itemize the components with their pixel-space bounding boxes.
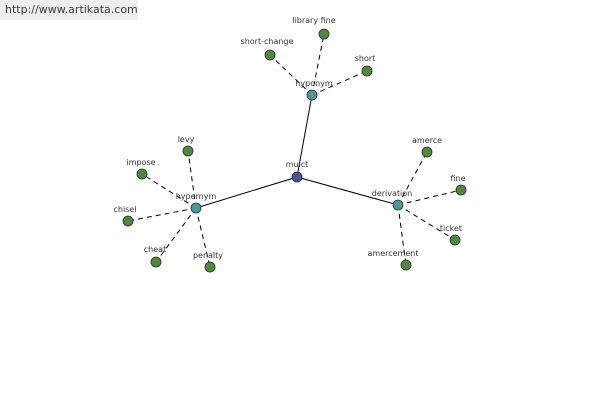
edge-derivation-fine: [397, 189, 462, 206]
node-relation-hyponym[interactable]: [306, 89, 318, 101]
node-root-mulct[interactable]: [291, 171, 303, 183]
node-leaf-impose[interactable]: [136, 168, 148, 180]
node-leaf-amerce[interactable]: [421, 146, 433, 158]
node-leaf-penalty[interactable]: [204, 261, 216, 273]
watermark-bar: http://www.artikata.com: [0, 0, 138, 20]
graph-nodes: [122, 28, 467, 273]
node-leaf-fine[interactable]: [455, 184, 467, 196]
edge-root-hypernym: [195, 176, 298, 209]
label-leaf-ticket: ticket: [440, 224, 462, 233]
edge-derivation-amerce: [397, 151, 428, 206]
label-leaf-levy: levy: [178, 135, 195, 144]
label-leaf-short-change: short-change: [241, 37, 294, 46]
label-relation-hyponym: hyponym: [295, 79, 333, 88]
label-leaf-short: short: [355, 54, 376, 63]
label-relation-hypernym: hypernym: [176, 192, 217, 201]
node-leaf-chisel[interactable]: [122, 215, 134, 227]
node-leaf-amercement[interactable]: [400, 259, 412, 271]
edge-hypernym-cheat: [155, 207, 197, 263]
graph-edges: [127, 33, 462, 268]
edge-hypernym-chisel: [127, 207, 197, 222]
edge-derivation-amercement: [397, 204, 407, 266]
label-root-mulct: mulct: [286, 160, 309, 169]
edge-hyponym-short-change: [269, 54, 313, 96]
label-leaf-fine: fine: [450, 174, 465, 183]
edge-hypernym-impose: [141, 173, 197, 209]
label-leaf-cheat: cheat: [144, 245, 166, 254]
label-leaf-penalty: penalty: [193, 251, 223, 260]
label-leaf-chisel: chisel: [113, 205, 136, 214]
graph-labels: mulct hyponym library fine short-change shor…: [113, 16, 465, 260]
node-relation-derivation[interactable]: [392, 199, 404, 211]
node-relation-hypernym[interactable]: [190, 202, 202, 214]
edge-hyponym-library-fine: [311, 33, 325, 96]
node-leaf-short-change[interactable]: [264, 49, 276, 61]
edge-hypernym-penalty: [195, 207, 211, 268]
edge-derivation-ticket: [397, 204, 456, 241]
node-leaf-library-fine[interactable]: [318, 28, 330, 40]
edge-root-hyponym: [296, 94, 313, 178]
label-leaf-library-fine: library fine: [292, 16, 335, 25]
watermark-url: http://www.artikata.com: [5, 3, 138, 16]
label-leaf-impose: impose: [126, 158, 155, 167]
label-leaf-amercement: amercement: [368, 249, 419, 258]
node-leaf-ticket[interactable]: [449, 234, 461, 246]
node-leaf-levy[interactable]: [182, 145, 194, 157]
node-leaf-short[interactable]: [361, 65, 373, 77]
edge-root-derivation: [296, 176, 399, 206]
edge-hypernym-levy: [187, 150, 197, 209]
node-leaf-cheat[interactable]: [150, 256, 162, 268]
label-relation-derivation: derivation: [372, 189, 412, 198]
edge-hyponym-short: [311, 70, 368, 96]
label-leaf-amerce: amerce: [412, 136, 442, 145]
